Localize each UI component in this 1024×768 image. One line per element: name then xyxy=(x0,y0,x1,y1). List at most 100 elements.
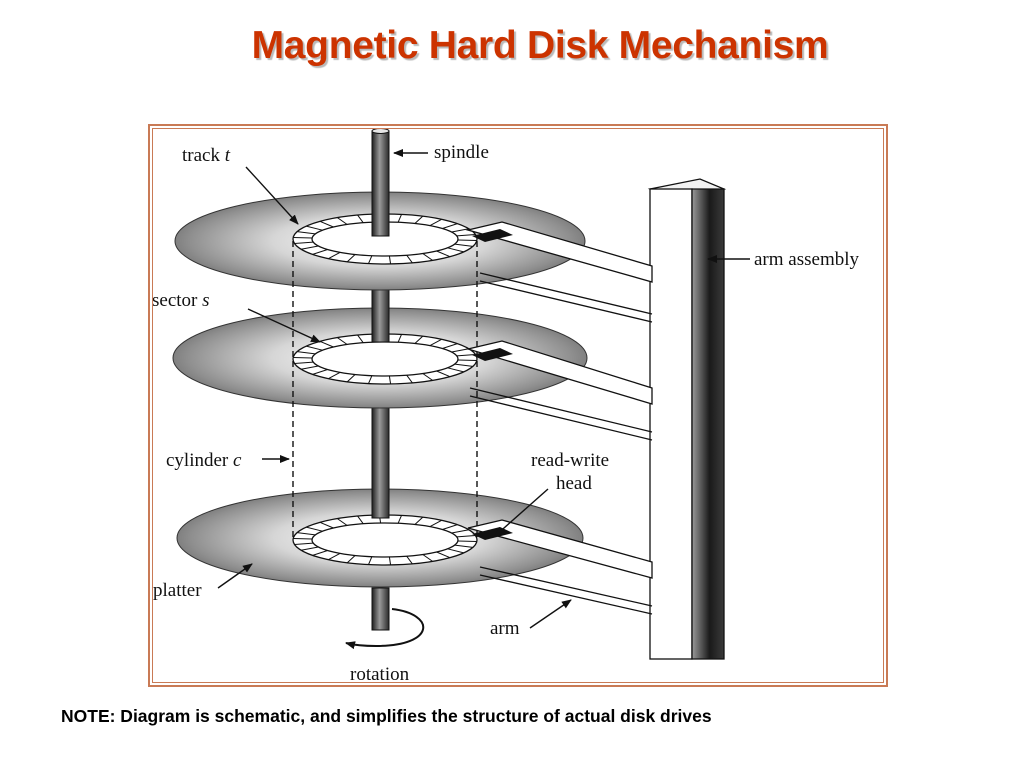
sector-divider xyxy=(436,250,451,258)
sector-divider xyxy=(388,375,392,385)
sector-divider xyxy=(293,538,313,540)
spindle-top xyxy=(371,128,390,237)
sector-divider xyxy=(451,228,469,233)
sector-divider xyxy=(388,556,392,566)
figure-frame: track t spindle arm assembly sector s cy… xyxy=(148,124,888,687)
spindle-mid-upper xyxy=(371,285,390,343)
sector-divider xyxy=(456,354,476,357)
sector-divider xyxy=(447,548,464,554)
read-write-label-line1: read-write xyxy=(531,450,609,471)
sector-divider xyxy=(337,518,348,526)
sector-label: sector s xyxy=(152,290,210,311)
sector-divider xyxy=(456,234,476,237)
sector-divider xyxy=(422,373,433,381)
sector-divider xyxy=(442,223,458,229)
disk-diagram: track t spindle arm assembly sector s cy… xyxy=(152,128,860,685)
sector-divider xyxy=(301,245,319,250)
read-write-leader xyxy=(494,488,549,537)
sector-divider xyxy=(414,335,424,344)
sector-divider xyxy=(454,363,473,367)
sector-divider xyxy=(442,524,458,530)
sector-divider xyxy=(312,249,328,255)
sector-divider xyxy=(436,370,451,378)
sector-divider xyxy=(457,239,477,241)
arm-middle xyxy=(465,340,653,441)
sector-divider xyxy=(457,359,477,361)
sector-divider xyxy=(306,526,323,532)
sector-divider xyxy=(456,535,476,538)
sector-divider xyxy=(414,215,424,224)
sector-divider xyxy=(454,243,473,247)
platter-label: platter xyxy=(153,580,202,601)
platter-leader xyxy=(217,563,253,589)
sector-divider xyxy=(328,251,341,260)
sector-divider xyxy=(297,231,316,235)
arm-assembly-column xyxy=(647,178,727,660)
sector-divider xyxy=(346,374,356,383)
sector-divider xyxy=(436,551,451,559)
sector-divider xyxy=(368,255,373,264)
spindle-label: spindle xyxy=(434,142,489,163)
sector-divider xyxy=(319,340,334,348)
sector-divider xyxy=(346,254,356,263)
sector-divider xyxy=(312,369,328,375)
sector-divider xyxy=(293,357,313,359)
sector-divider xyxy=(447,247,464,253)
sector-divider xyxy=(306,345,323,351)
platter-middle xyxy=(172,307,588,409)
sector-divider xyxy=(397,515,402,524)
sector-divider xyxy=(337,217,348,225)
rotation-arrow xyxy=(345,608,424,650)
sector-divider xyxy=(397,334,402,343)
track-label: track t xyxy=(182,145,231,166)
platter-bottom xyxy=(176,488,584,588)
sector-divider xyxy=(414,516,424,525)
sector-divider xyxy=(319,521,334,529)
sector-divider xyxy=(293,237,313,239)
sector-divider xyxy=(457,540,477,542)
sector-divider xyxy=(406,555,413,565)
arm-assembly-label: arm assembly xyxy=(754,249,860,270)
rotation-label: rotation xyxy=(350,664,410,685)
arm-label: arm xyxy=(490,618,520,639)
sector-divider xyxy=(429,519,442,528)
sector-leader xyxy=(247,308,321,343)
sector-divider xyxy=(294,361,314,364)
sector-divider xyxy=(454,544,473,548)
sector-divider xyxy=(301,546,319,551)
sector-divider xyxy=(447,367,464,373)
sector-divider xyxy=(451,348,469,353)
sector-divider xyxy=(422,554,433,562)
cylinder-label: cylinder c xyxy=(166,450,242,471)
sector-divider xyxy=(357,334,364,344)
sector-divider xyxy=(397,214,402,223)
sector-divider xyxy=(422,253,433,261)
sector-divider xyxy=(294,241,314,244)
sector-divider xyxy=(306,225,323,231)
sector-divider xyxy=(368,375,373,384)
sector-divider xyxy=(319,220,334,228)
sector-divider xyxy=(368,556,373,565)
sector-divider xyxy=(406,374,413,384)
arm-top xyxy=(465,221,653,323)
sector-divider xyxy=(442,343,458,349)
slide-title: Magnetic Hard Disk Mechanism xyxy=(251,24,829,67)
sector-divider xyxy=(294,542,314,545)
sector-divider xyxy=(346,555,356,564)
read-write-label-line2: head xyxy=(556,473,592,494)
track-leader xyxy=(245,166,299,225)
sector-divider xyxy=(297,351,316,355)
sector-divider xyxy=(337,337,348,345)
sector-divider xyxy=(429,338,442,347)
sector-divider xyxy=(312,550,328,556)
arm-leader xyxy=(529,599,572,629)
sector-divider xyxy=(328,552,341,561)
sector-divider xyxy=(297,532,316,536)
sector-divider xyxy=(328,371,341,380)
spindle-mid-lower xyxy=(371,393,390,519)
sector-divider xyxy=(429,218,442,227)
spindle-bottom xyxy=(371,587,390,631)
diagram-note: NOTE: Diagram is schematic, and simplifi… xyxy=(61,706,712,726)
sector-divider xyxy=(406,254,413,264)
sector-divider xyxy=(301,365,319,370)
